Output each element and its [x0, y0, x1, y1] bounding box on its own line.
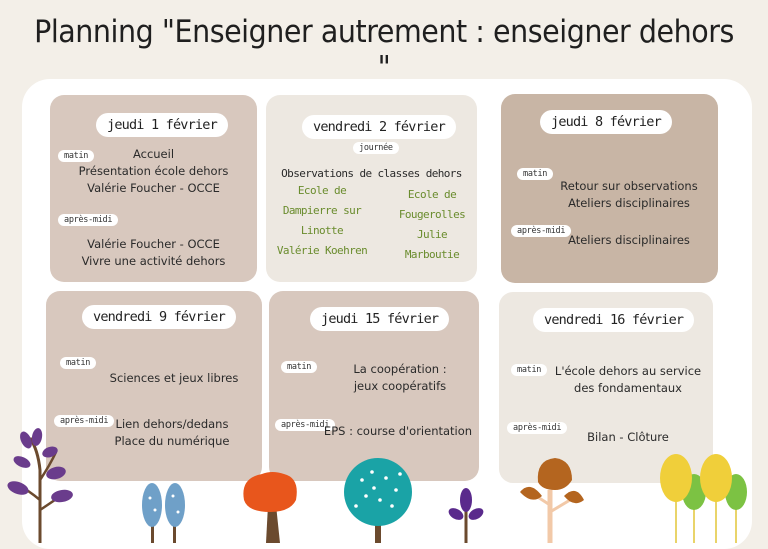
afternoon-activities: Bilan - Clôture: [587, 430, 669, 444]
day-card-vendredi-16: vendredi 16 février matin L'école dehors…: [499, 292, 713, 483]
afternoon-tag: après-midi: [58, 214, 119, 226]
afternoon-activities: Ateliers disciplinaires: [568, 233, 690, 247]
morning-activities: Sciences et jeux libres: [109, 371, 239, 385]
morning-activities: Accueil Présentation école dehors Valéri…: [78, 147, 229, 195]
school-fougerolles: Ecole de Fougerolles Julie Marboutie: [398, 188, 466, 261]
day-label: vendredi 16 février: [533, 308, 695, 332]
teal-tree-icon: [344, 458, 412, 543]
school-dampierre: Ecole de Dampierre sur Linotte Valérie K…: [276, 184, 368, 257]
day-label: vendredi 2 février: [302, 115, 456, 139]
day-tag: journée: [353, 142, 399, 154]
brown-tree-icon: [520, 458, 584, 543]
morning-tag: matin: [60, 357, 97, 369]
morning-activities: Retour sur observations Ateliers discipl…: [560, 179, 698, 210]
day-label: jeudi 1 février: [96, 113, 228, 137]
afternoon-tag: après-midi: [507, 422, 568, 434]
afternoon-tag: après-midi: [275, 419, 336, 431]
observation-heading: Observations de classes dehors: [281, 167, 462, 180]
morning-activities: La coopération : jeux coopératifs: [353, 362, 447, 393]
day-label: jeudi 15 février: [310, 307, 450, 331]
morning-tag: matin: [511, 364, 548, 376]
afternoon-activities: EPS : course d'orientation: [323, 424, 473, 438]
day-card-vendredi-2: vendredi 2 février journée Observations …: [266, 95, 477, 282]
morning-activities: L'école dehors au service des fondamenta…: [554, 364, 702, 395]
afternoon-activities: Valérie Foucher - OCCE Vivre une activit…: [81, 237, 226, 268]
day-label: vendredi 9 février: [82, 305, 236, 329]
day-card-jeudi-15: jeudi 15 février matin La coopération : …: [269, 291, 479, 481]
day-card-jeudi-8: jeudi 8 février matin Retour sur observa…: [501, 94, 718, 283]
morning-tag: matin: [281, 361, 318, 373]
afternoon-tag: après-midi: [54, 415, 115, 427]
morning-tag: matin: [517, 168, 554, 180]
blue-tree-icon: [142, 483, 185, 543]
page-title: Planning "Enseigner autrement : enseigne…: [34, 14, 734, 86]
violet-plant-icon: [448, 488, 484, 543]
afternoon-tag: après-midi: [511, 225, 572, 237]
orange-tree-icon: [243, 472, 297, 543]
purple-plant-icon: [7, 428, 73, 543]
yellow-green-tree-icon: [660, 454, 747, 543]
day-label: jeudi 8 février: [540, 110, 672, 134]
afternoon-activities: Lien dehors/dedans Place du numérique: [114, 417, 230, 448]
morning-tag: matin: [58, 150, 95, 162]
day-card-vendredi-9: vendredi 9 février matin Sciences et jeu…: [46, 291, 262, 481]
day-card-jeudi-1: jeudi 1 février matin Accueil Présentati…: [50, 95, 257, 282]
